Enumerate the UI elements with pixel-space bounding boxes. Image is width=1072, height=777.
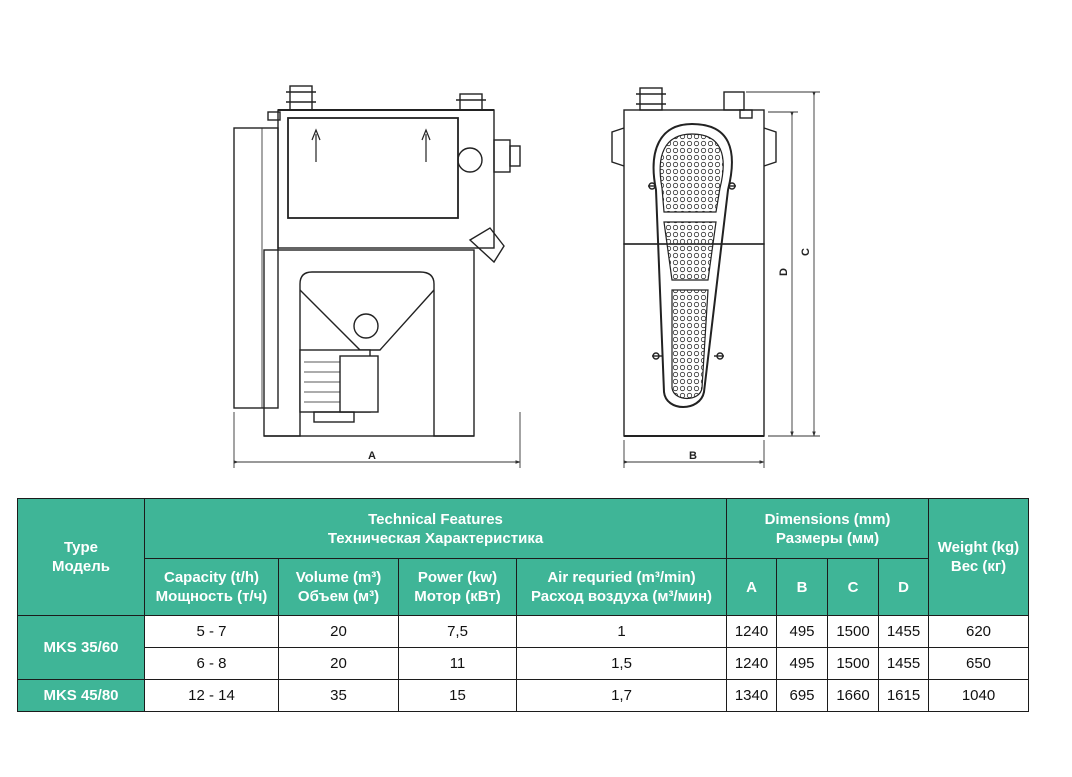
model-mks-35-60: MKS 35/60 — [17, 615, 145, 680]
volume-cell: 20 — [278, 615, 399, 648]
dim-a-cell: 1240 — [726, 647, 777, 680]
dimension-label-b: B — [689, 450, 697, 462]
weight-cell: 1040 — [928, 679, 1029, 712]
dim-a-header: A — [726, 558, 777, 616]
power-cell: 15 — [398, 679, 517, 712]
dim-c-cell: 1500 — [827, 615, 879, 648]
dim-c-header: C — [827, 558, 879, 616]
dim-b-cell: 695 — [776, 679, 828, 712]
model-mks-45-80: MKS 45/80 — [17, 679, 145, 712]
power-cell: 7,5 — [398, 615, 517, 648]
power-cell: 11 — [398, 647, 517, 680]
dimensions-header: Dimensions (mm) Размеры (мм) — [726, 498, 929, 559]
volume-cell: 20 — [278, 647, 399, 680]
power-header: Power (kw) Мотор (кВт) — [398, 558, 517, 616]
dim-a-cell: 1240 — [726, 615, 777, 648]
dimension-lines — [233, 91, 820, 468]
dimension-label-d: D — [778, 268, 790, 276]
table-row: MKS 35/60 5 - 7 20 7,5 1 1240 495 1500 1… — [17, 615, 1029, 680]
dim-d-cell: 1455 — [878, 615, 929, 648]
dim-d-header: D — [878, 558, 929, 616]
spec-table: Type Модель Technical Features Техническ… — [17, 498, 1029, 712]
dim-d-cell: 1615 — [878, 679, 929, 712]
weight-cell: 620 — [928, 615, 1029, 648]
type-header: Type Модель — [17, 498, 145, 616]
technical-features-header: Technical Features Техническая Характери… — [144, 498, 727, 559]
side-view — [611, 87, 777, 437]
dimension-label-c: C — [800, 248, 812, 256]
dim-b-header: B — [776, 558, 828, 616]
dim-d-cell: 1455 — [878, 647, 929, 680]
technical-drawing: A B C D — [233, 85, 820, 468]
capacity-cell: 5 - 7 — [144, 615, 279, 648]
front-view — [233, 85, 521, 437]
dimension-label-a: A — [368, 450, 376, 462]
dim-b-cell: 495 — [776, 647, 828, 680]
air-cell: 1,5 — [516, 647, 727, 680]
air-cell: 1 — [516, 615, 727, 648]
volume-cell: 35 — [278, 679, 399, 712]
dim-a-cell: 1340 — [726, 679, 777, 712]
dim-c-cell: 1500 — [827, 647, 879, 680]
table-row: MKS 45/80 12 - 14 35 15 1,7 1340 695 166… — [17, 679, 1029, 712]
air-cell: 1,7 — [516, 679, 727, 712]
dim-b-cell: 495 — [776, 615, 828, 648]
weight-header: Weight (kg) Вес (кг) — [928, 498, 1029, 616]
dim-c-cell: 1660 — [827, 679, 879, 712]
capacity-header: Capacity (t/h) Мощность (т/ч) — [144, 558, 279, 616]
capacity-cell: 12 - 14 — [144, 679, 279, 712]
air-header: Air requried (m³/min) Расход воздуха (м³… — [516, 558, 727, 616]
volume-header: Volume (m³) Объем (м³) — [278, 558, 399, 616]
table-row: 6 - 8 20 11 1,5 1240 495 1500 1455 650 — [18, 647, 1029, 680]
weight-cell: 650 — [928, 647, 1029, 680]
capacity-cell: 6 - 8 — [144, 647, 279, 680]
